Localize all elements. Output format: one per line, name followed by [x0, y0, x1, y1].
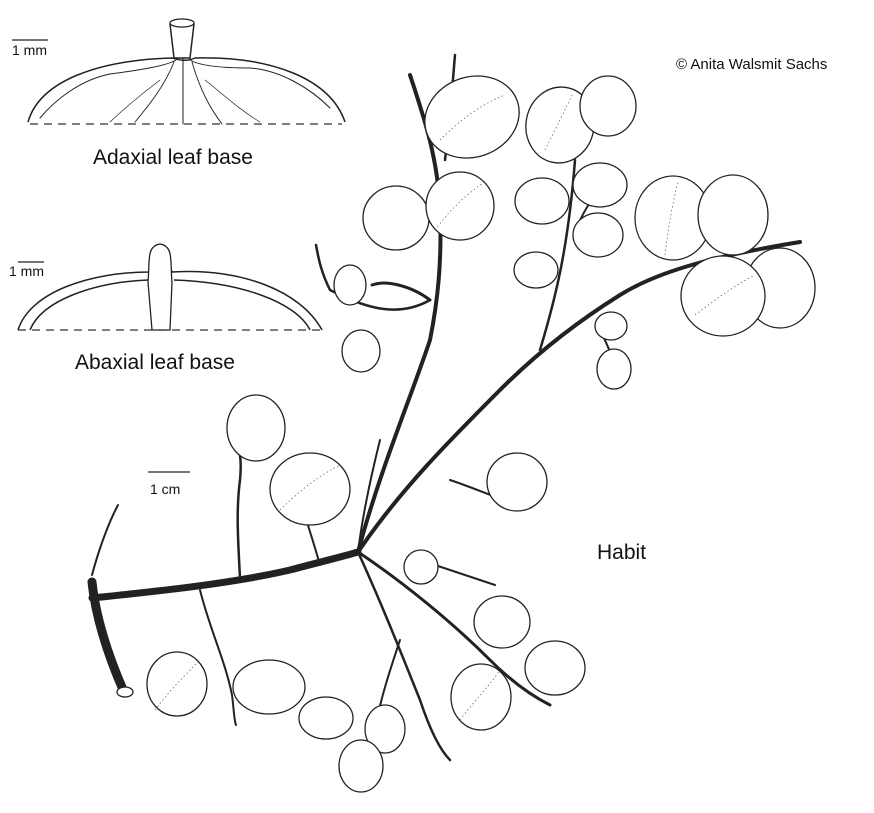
habit-caption: Habit	[597, 541, 647, 564]
habit-scale-label: 1 cm	[150, 481, 181, 497]
habit-leaves	[146, 75, 816, 793]
habit-branches	[87, 53, 802, 762]
copyright-credit: © Anita Walsmit Sachs	[676, 56, 828, 73]
abaxial-scale-label: 1 mm	[9, 263, 44, 279]
adaxial-leaf-base-drawing	[12, 18, 346, 125]
abaxial-caption: Abaxial leaf base	[75, 351, 235, 374]
adaxial-scale-label: 1 mm	[12, 42, 47, 58]
abaxial-leaf-base-drawing	[17, 243, 323, 331]
adaxial-caption: Adaxial leaf base	[93, 146, 253, 169]
